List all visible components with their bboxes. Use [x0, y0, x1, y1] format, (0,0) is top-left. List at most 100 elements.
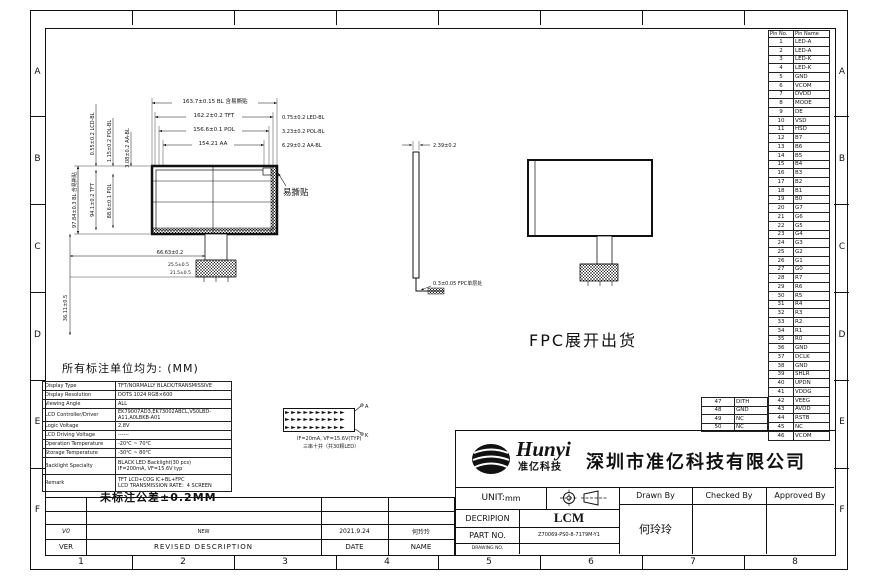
- zone-letter: D: [34, 329, 41, 340]
- led-row: ►►►►►►►►►►: [285, 409, 347, 416]
- spec-label: LCD Driving Voltage: [42, 430, 116, 440]
- pin-number: 43: [768, 404, 794, 415]
- zone-tick: [30, 380, 45, 381]
- zone-tick: [834, 204, 849, 205]
- dim-tft-width: 162.2±0.2 TFT: [194, 113, 235, 119]
- pin-name: G2: [793, 247, 830, 257]
- dim-fpc-w2: 21.5±0.5: [170, 270, 191, 276]
- zone-number: 1: [78, 557, 84, 567]
- zone-number: 8: [792, 557, 798, 567]
- spec-row: LCD Driving Voltage ------: [42, 430, 232, 440]
- pin-name: MODE: [793, 98, 830, 108]
- pin-name: G5: [793, 220, 830, 231]
- zone-letter: E: [839, 417, 845, 428]
- fpc-tail: [204, 233, 228, 261]
- spec-row: LCD Controller/Driver EK79007AD3,EK73002…: [42, 408, 232, 422]
- spec-value: ------: [115, 430, 232, 440]
- pin-number: 36: [768, 343, 794, 353]
- led-cathode-label: K: [365, 433, 369, 439]
- zone-number: 7: [690, 557, 696, 567]
- pin-row: 42 VEEG: [768, 395, 830, 406]
- pin-row: 1 LED-A: [768, 37, 830, 47]
- spec-row: Operation Temperature -20℃ ~ 70℃: [42, 439, 232, 449]
- zone-letter: C: [838, 242, 846, 253]
- spec-label: Display Type: [42, 381, 116, 391]
- company-name: 深圳市准亿科技有限公司: [586, 452, 806, 473]
- pin-number: 31: [768, 299, 794, 310]
- spec-value: TFT/NORMALLY BLACK/TRANSMISSIVE: [115, 381, 232, 391]
- zone-tick: [744, 11, 745, 25]
- zone-tick: [132, 556, 133, 570]
- dim-tft-height: 94.1±0.2 TFT: [90, 182, 96, 217]
- pin-number: 44: [768, 413, 794, 423]
- pin-name: G3: [793, 238, 830, 248]
- tear-sticker-callout: 易撕贴: [277, 172, 309, 198]
- zone-tick: [234, 11, 235, 25]
- zone-letter: A: [34, 66, 41, 77]
- dims-top: 163.7±0.15 BL 含易撕贴 162.2±0.2 TFT 156.6±0…: [151, 97, 325, 166]
- side-view: 2.39±0.2 0.3±0.05 FPC单层处: [402, 141, 482, 295]
- pin-row: 7 DVDD: [768, 89, 830, 100]
- zone-letter: C: [34, 242, 41, 253]
- part-no-value: Z70069-PS0-8-7179M-Y1: [538, 532, 600, 538]
- date-header: DATE: [345, 543, 364, 551]
- pin-no-header: Pin No.: [768, 30, 794, 38]
- pin-number: 29: [768, 282, 794, 292]
- projection-circle-icon: [559, 489, 578, 507]
- pin-number: 5: [768, 72, 794, 82]
- pin-number: 2: [768, 45, 794, 56]
- pin-row: 18 B1: [768, 185, 830, 196]
- pin-row: 14 B5: [768, 150, 830, 161]
- pin-name: GND: [793, 72, 830, 82]
- pin-number: 30: [768, 290, 794, 301]
- spec-row: Remark TFT LCD+COG IC+BL+FPC LCD TRANSMI…: [42, 474, 232, 492]
- pin-number: 9: [768, 107, 794, 117]
- company-logo: [470, 441, 512, 481]
- spec-value: -30℃ ~ 80℃: [115, 448, 232, 458]
- pin-row: 23 G4: [768, 229, 830, 240]
- pin-name: NC: [734, 414, 768, 424]
- spec-label: Operation Temperature: [42, 439, 116, 449]
- zone-tick: [234, 556, 235, 570]
- dim-thickness: 2.39±0.2: [433, 143, 456, 149]
- dims-bottom: 66.63±0.2 25.5±0.5 21.5±0.5: [70, 248, 205, 276]
- pin-number: 27: [768, 264, 794, 275]
- dim-bl-height: 97.84±0.3 BL 含易撕贴: [71, 172, 78, 228]
- spec-value: ALL: [115, 399, 232, 409]
- pin-number: 17: [768, 177, 794, 187]
- brand-name: Hunyi: [516, 437, 571, 461]
- fpc-connector: [195, 259, 237, 278]
- pin-number: 14: [768, 150, 794, 161]
- zone-number: 3: [282, 557, 288, 567]
- pin-row: 12 B7: [768, 133, 830, 143]
- description-label: DECRIPION: [465, 513, 510, 523]
- pin-number: 20: [768, 203, 794, 213]
- pin-row: 10 VSD: [768, 115, 830, 126]
- units-note: 所有标注单位均为: (MM): [62, 362, 199, 375]
- alignment-notch: [262, 167, 272, 176]
- pin-row: 8 MODE: [768, 98, 830, 108]
- pin-row: 37 DCLK: [768, 352, 830, 362]
- pin-name: DCLK: [793, 352, 830, 362]
- pin-name: R5: [793, 290, 830, 301]
- pin-row: 21 G6: [768, 212, 830, 222]
- fpc-ship-note: FPC展开出货: [529, 331, 637, 350]
- unit-value: mm: [504, 493, 521, 503]
- pin-name: B0: [793, 194, 830, 205]
- dim-bl-width: 163.7±0.15 BL 含易撕贴: [183, 97, 248, 105]
- title-block: Hunyi 准亿科技 深圳市准亿科技有限公司 UNIT: mm DECRIPIO…: [455, 430, 836, 556]
- pin-number: 21: [768, 212, 794, 222]
- dim-gap-lcd-bl: 0.55±0.2 LCD-BL: [90, 112, 96, 155]
- pin-row: 31 R4: [768, 299, 830, 310]
- dim-aa-width: 154.21 AA: [199, 141, 228, 147]
- zone-tick: [540, 556, 541, 570]
- ver-header: VER: [58, 543, 74, 551]
- drawing-no-label: DRAWING NO.: [471, 546, 504, 551]
- revision-ver: V0: [62, 528, 70, 535]
- dim-gap-pol-bl-v: 1.15±0.2 POL-BL: [107, 120, 113, 163]
- zone-letter: B: [34, 154, 41, 165]
- pin-name: HSD: [793, 124, 830, 135]
- spec-value: DOTS 1024 RGB×600: [115, 390, 232, 400]
